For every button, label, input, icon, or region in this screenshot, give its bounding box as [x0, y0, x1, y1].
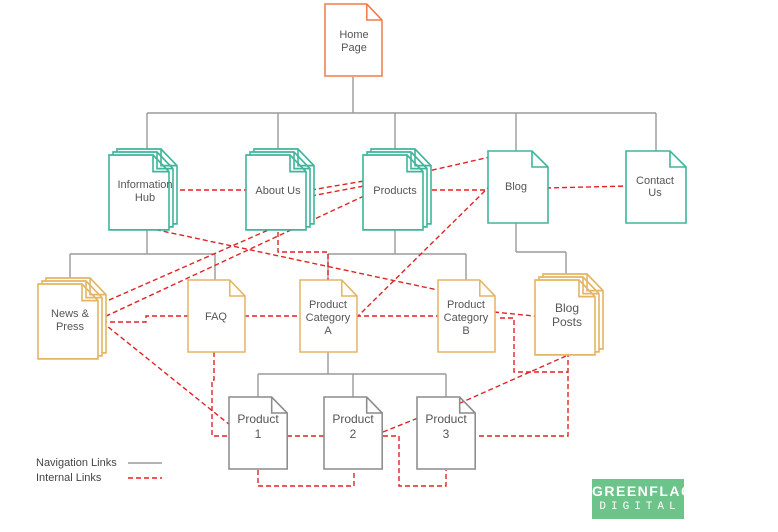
greenflag-digital-logo: GREENFLAG DIGITAL [592, 479, 694, 519]
product-category-a-label-line-3: A [324, 325, 332, 337]
legend-navigation-label: Navigation Links [36, 457, 117, 469]
faq-label: FAQ [205, 311, 227, 323]
link-product-1-2-bottom [257, 470, 355, 487]
product-3-label-line-2: 3 [443, 427, 450, 441]
link-hub-category-b [147, 227, 439, 291]
news-press-label-line-2: Press [56, 321, 85, 333]
link-news-product-1 [101, 321, 231, 426]
product-category-a-label-line-2: Category [306, 312, 351, 324]
link-product-2-3-bottom [383, 435, 447, 487]
page-node-product-category-b[interactable]: Product Category B [437, 279, 496, 353]
page-node-product-category-a[interactable]: Product Category A [299, 279, 358, 353]
blog-label: Blog [505, 181, 527, 193]
link-products-blog-1 [423, 156, 491, 173]
link-faq-product-1 [211, 352, 230, 437]
legend-internal-label: Internal Links [36, 472, 102, 484]
link-product-2-3 [382, 417, 419, 433]
home-page-label-line-1: Home [339, 29, 368, 41]
news-press-label-line-1: News & [51, 308, 90, 320]
about-us-label: About Us [255, 185, 301, 197]
product-3-label-line-1: Product [425, 412, 467, 426]
page-node-product-1[interactable]: Product 1 [228, 396, 289, 470]
information-hub-label-line-2: Hub [135, 192, 155, 204]
link-about-products-1 [310, 180, 365, 191]
page-node-products[interactable]: Products [362, 148, 432, 231]
link-about-category-a [277, 224, 329, 280]
link-category-b-product-3 [500, 317, 568, 373]
product-1-label-line-2: 1 [255, 427, 262, 441]
logo-line-2: DIGITAL [599, 501, 681, 513]
contact-us-label-line-1: Contact [636, 175, 674, 187]
product-category-b-label-line-3: B [462, 325, 469, 337]
page-node-faq[interactable]: FAQ [187, 279, 246, 353]
page-node-blog-posts[interactable]: Blog Posts [534, 273, 604, 356]
link-news-faq [102, 315, 188, 323]
legend: Navigation Links Internal Links [36, 457, 162, 484]
contact-us-label-line-2: Us [648, 187, 662, 199]
link-category-b-blog-posts [493, 311, 539, 319]
product-1-label-line-1: Product [237, 412, 279, 426]
logo-line-1: GREENFLAG [592, 483, 694, 499]
internal-links [99, 156, 629, 487]
link-products-news [101, 195, 365, 319]
product-category-a-label-line-1: Product [309, 299, 347, 311]
home-page-label-line-2: Page [341, 42, 367, 54]
link-blog-posts-product-3 [476, 352, 569, 437]
page-node-news-press[interactable]: News & Press [37, 277, 107, 360]
blog-posts-label-line-2: Posts [552, 315, 582, 329]
page-node-product-3[interactable]: Product 3 [416, 396, 477, 470]
link-about-news [99, 223, 283, 305]
link-blog-posts-product-3-diag [457, 355, 567, 405]
page-node-product-2[interactable]: Product 2 [323, 396, 384, 470]
product-category-b-label-line-2: Category [444, 312, 489, 324]
page-node-blog[interactable]: Blog [487, 150, 549, 224]
product-category-b-label-line-1: Product [447, 299, 485, 311]
products-label: Products [373, 185, 417, 197]
page-node-home[interactable]: Home Page [324, 3, 383, 77]
page-node-information-hub[interactable]: Information Hub [108, 148, 178, 231]
page-node-contact-us[interactable]: Contact Us [625, 150, 687, 224]
product-2-label-line-1: Product [332, 412, 374, 426]
blog-posts-label-line-1: Blog [555, 301, 579, 315]
link-blog-category-a [355, 173, 503, 319]
link-about-products-2 [310, 185, 365, 197]
product-2-label-line-2: 2 [350, 427, 357, 441]
page-node-about-us[interactable]: About Us [245, 148, 315, 231]
information-hub-label-line-1: Information [117, 179, 172, 191]
link-blog-contact [545, 185, 629, 189]
